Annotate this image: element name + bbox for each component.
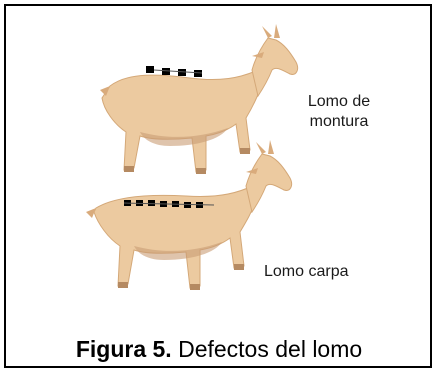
caption-figure-number: Figura 5. — [75, 336, 172, 362]
caption-text: Defectos del lomo — [171, 336, 363, 362]
label-lomo-de-montura: Lomo de montura — [284, 92, 394, 132]
carp-back-marker — [123, 200, 215, 208]
saddle-back-marker — [146, 66, 203, 77]
label-lomo-de-montura-line2: montura — [309, 113, 369, 130]
label-lomo-de-montura-line1: Lomo de — [307, 93, 371, 110]
figure-caption: Figura 5. Defectos del lomo — [0, 336, 438, 363]
goat-bottom-icon — [86, 140, 293, 290]
goat-top-icon — [100, 24, 299, 174]
label-lomo-carpa: Lomo carpa — [264, 263, 349, 280]
figure-frame — [4, 4, 432, 368]
